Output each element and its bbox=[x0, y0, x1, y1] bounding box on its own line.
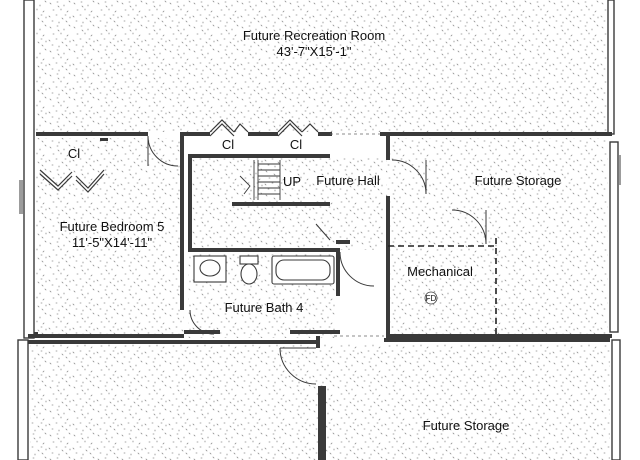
closet-doors bbox=[39, 119, 319, 193]
bedroom-dims: 11'-5"X14'-11" bbox=[72, 235, 153, 250]
recreation-room-dims: 43'-7"X15'-1" bbox=[277, 44, 352, 59]
closet-left-label: Cl bbox=[68, 146, 80, 161]
bedroom-name: Future Bedroom 5 bbox=[60, 219, 165, 234]
storage-lower-name: Future Storage bbox=[423, 418, 510, 433]
floor-drain-label: FD bbox=[426, 294, 437, 303]
recreation-room-name: Future Recreation Room bbox=[243, 28, 385, 43]
room-labels: Future Recreation Room 43'-7"X15'-1" Cl … bbox=[60, 28, 562, 433]
mechanical-name: Mechanical bbox=[407, 264, 473, 279]
floor-drain-icon bbox=[424, 291, 438, 305]
mechanical-dashed-outline bbox=[388, 238, 497, 334]
exterior-walls bbox=[17, 0, 621, 460]
window-marks bbox=[19, 155, 621, 214]
closet-mid2-label: Cl bbox=[290, 137, 302, 152]
stair-up-label: UP bbox=[283, 174, 301, 189]
door-swings bbox=[147, 135, 487, 385]
bath-fixtures bbox=[193, 255, 335, 285]
hall-name: Future Hall bbox=[316, 173, 380, 188]
closet-mid1-label: Cl bbox=[222, 137, 234, 152]
hall-dashed-line bbox=[330, 133, 384, 337]
storage-upper-name: Future Storage bbox=[475, 173, 562, 188]
stairs bbox=[239, 160, 281, 200]
interior-walls bbox=[28, 132, 612, 460]
bath-name: Future Bath 4 bbox=[225, 300, 304, 315]
